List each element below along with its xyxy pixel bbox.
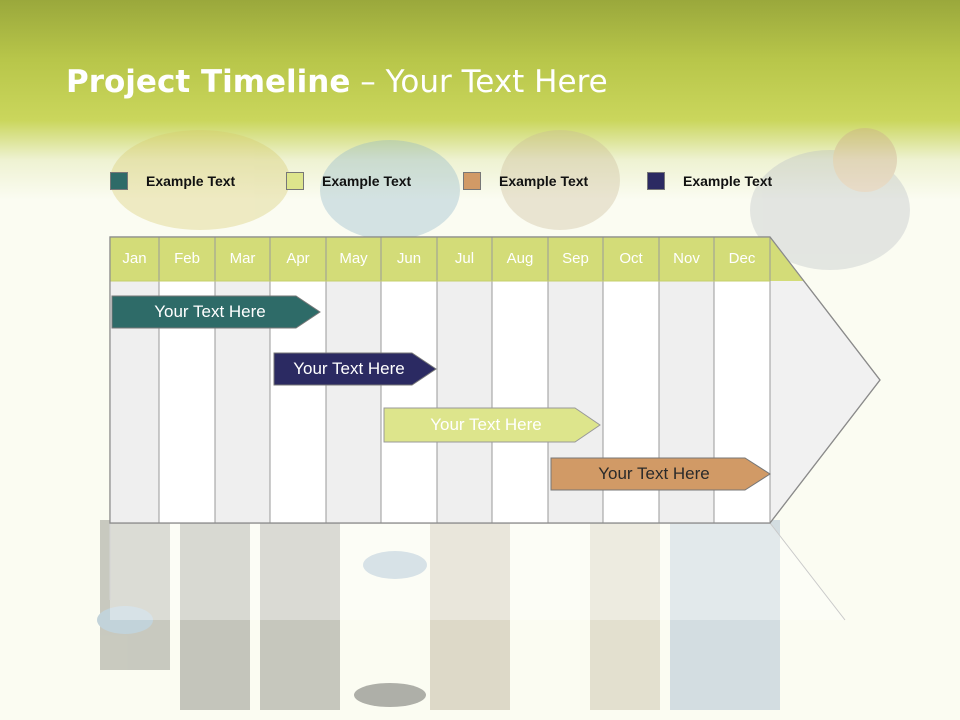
- month-label: Feb: [174, 250, 200, 267]
- legend-swatch: [463, 172, 481, 190]
- month-label: Mar: [229, 250, 256, 267]
- task-bar-2: [273, 352, 437, 386]
- header-band: [0, 0, 960, 200]
- legend-swatch: [286, 172, 304, 190]
- task-bar-3: [383, 407, 601, 443]
- legend-label: Example Text: [499, 173, 589, 189]
- legend-label: Example Text: [683, 173, 773, 189]
- legend-item: Example Text: [110, 170, 235, 192]
- task-label: Your Text Here: [598, 464, 710, 483]
- month-column: [437, 281, 492, 523]
- page-title: Project Timeline – Your Text Here: [66, 64, 608, 100]
- task-label: Your Text Here: [430, 415, 542, 434]
- month-column: [381, 281, 437, 523]
- legend-swatch: [647, 172, 665, 190]
- month-header-row: [110, 237, 770, 281]
- month-label: Oct: [619, 250, 643, 267]
- month-label: Sep: [562, 250, 589, 267]
- legend-item: Example Text: [463, 170, 588, 192]
- month-label: Nov: [673, 250, 700, 267]
- month-column: [492, 281, 548, 523]
- task-label: Your Text Here: [154, 302, 266, 321]
- task-bar-1: [111, 295, 321, 329]
- month-label: Dec: [728, 250, 756, 267]
- month-label: Aug: [506, 250, 534, 267]
- month-label: Jul: [454, 250, 475, 267]
- reflection-edge: [769, 522, 846, 621]
- task-label: Your Text Here: [293, 359, 405, 378]
- month-label: May: [339, 250, 368, 267]
- legend-item: Example Text: [286, 170, 411, 192]
- month-label: Jun: [396, 250, 422, 267]
- task-bar-4: [550, 457, 771, 491]
- legend-label: Example Text: [146, 173, 236, 189]
- legend-swatch: [110, 172, 128, 190]
- legend-label: Example Text: [322, 173, 412, 189]
- arrow-reflection: [110, 523, 845, 620]
- legend-item: Example Text: [647, 170, 772, 192]
- month-label: Apr: [286, 250, 310, 267]
- month-label: Jan: [122, 250, 147, 267]
- month-column: [326, 281, 381, 523]
